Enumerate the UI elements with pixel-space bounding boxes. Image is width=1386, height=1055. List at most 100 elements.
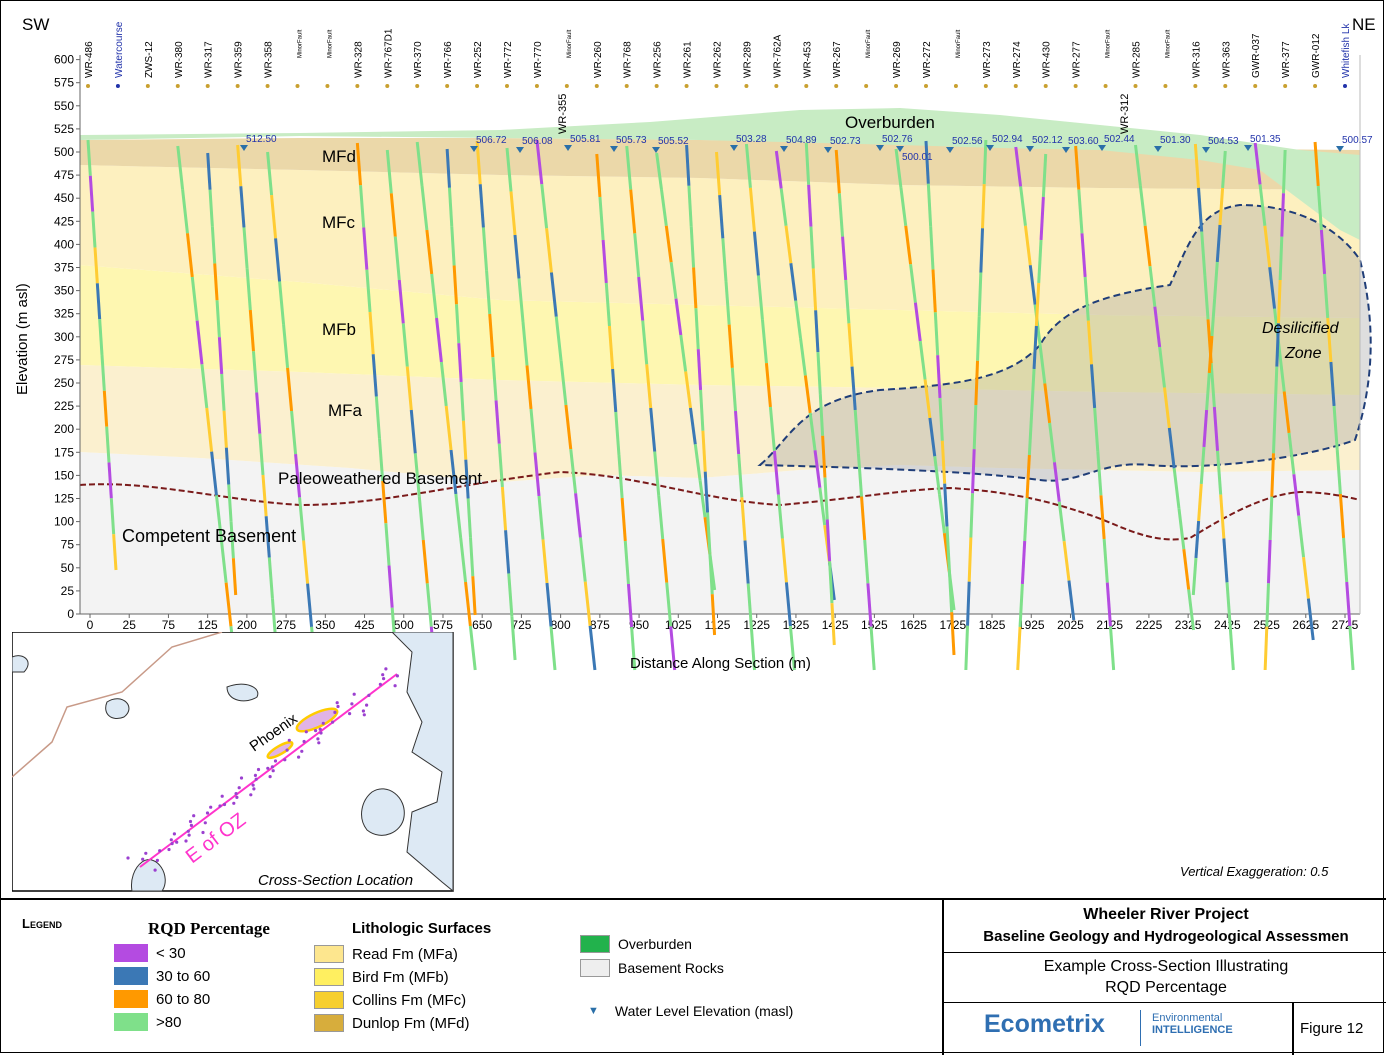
- borehole-trace-segment: [435, 317, 443, 363]
- borehole-trace-segment: [294, 454, 302, 498]
- borehole-trace-segment: [537, 495, 545, 540]
- litho-item: Read Fm (MFa): [314, 945, 458, 963]
- borehole-trace-segment: [856, 453, 864, 497]
- borehole-label: WR-252: [473, 41, 484, 78]
- borehole-trace-segment: [614, 411, 621, 456]
- inset-dot: [393, 684, 397, 688]
- borehole-trace-segment: [1348, 625, 1355, 671]
- borehole-trace-segment: [715, 151, 722, 196]
- borehole-label: WR-363: [1221, 41, 1232, 78]
- borehole-trace-segment: [1074, 145, 1081, 190]
- borehole-trace-segment: [444, 405, 453, 451]
- collar-marker: [594, 84, 599, 88]
- inset-dot: [302, 739, 306, 744]
- borehole-label: WR-762A: [772, 34, 783, 78]
- borehole-trace-segment: [866, 583, 873, 627]
- inset-dot: [335, 701, 339, 705]
- borehole-label: WR-260: [593, 41, 604, 78]
- inset-section-line: [139, 673, 398, 868]
- borehole-trace-segment: [517, 278, 525, 323]
- x-tick-label: 2025: [1057, 618, 1084, 632]
- borehole-trace-segment: [248, 309, 255, 352]
- borehole-trace-segment: [659, 189, 668, 227]
- inset-dot: [141, 857, 145, 861]
- borehole-label: WR-272: [922, 41, 933, 78]
- water-level-label: 505.52: [658, 136, 689, 147]
- inset-dot: [252, 787, 256, 791]
- borehole-label: WR-316: [1191, 41, 1202, 78]
- borehole-trace-segment: [1202, 409, 1209, 448]
- borehole-label: WR-486: [84, 41, 95, 78]
- borehole-trace-segment: [245, 268, 252, 311]
- borehole-trace-segment: [1197, 187, 1204, 232]
- inset-dot: [256, 767, 261, 772]
- collar-marker: [924, 84, 928, 88]
- borehole-trace-segment: [454, 493, 463, 539]
- borehole-trace-segment: [685, 144, 691, 186]
- borehole-trace-segment: [752, 231, 760, 276]
- borehole-trace-segment: [1048, 422, 1056, 463]
- x-tick-label: 800: [551, 618, 571, 632]
- borehole-trace-segment: [298, 497, 306, 541]
- borehole-trace-segment: [1182, 548, 1191, 590]
- borehole-trace-segment: [397, 279, 405, 324]
- rqd-label: >80: [156, 1013, 182, 1031]
- borehole-trace-segment: [1205, 372, 1211, 411]
- borehole-trace-segment: [1043, 383, 1052, 424]
- borehole-trace-segment: [1089, 364, 1097, 409]
- inset-dot: [384, 667, 388, 671]
- collar-marker: [145, 84, 150, 88]
- x-tick-label: 2325: [1175, 618, 1202, 632]
- borehole-label: WR-766: [443, 41, 454, 78]
- borehole-trace-segment: [687, 185, 693, 227]
- borehole-trace-segment: [803, 375, 812, 414]
- borehole-trace-segment: [809, 226, 815, 269]
- water-level-label: 500.57: [1342, 135, 1373, 146]
- borehole-trace-segment: [533, 452, 541, 497]
- borehole-trace-segment: [924, 140, 930, 184]
- borehole-trace-segment: [385, 149, 393, 194]
- borehole-trace-segment: [413, 453, 421, 497]
- collar-marker: [953, 84, 958, 88]
- borehole-trace-segment: [509, 191, 517, 236]
- borehole-trace-segment: [657, 495, 665, 540]
- inset-dot: [186, 829, 190, 833]
- borehole-trace-segment: [213, 263, 219, 301]
- borehole-label: MinorFault: [327, 29, 333, 58]
- inset-dot: [367, 693, 371, 697]
- collar-marker: [235, 84, 240, 88]
- y-tick-label: 350: [54, 284, 74, 298]
- borehole-trace-segment: [535, 139, 544, 185]
- borehole-label: WR-269: [892, 41, 903, 78]
- borehole-trace-segment: [967, 537, 973, 582]
- borehole-trace-segment: [468, 625, 477, 671]
- borehole-trace-segment: [641, 320, 649, 365]
- inset-dot: [158, 849, 162, 853]
- inset-dot: [237, 786, 241, 790]
- borehole-trace-segment: [595, 153, 602, 198]
- borehole-trace-segment: [1297, 515, 1306, 558]
- inset-dot: [316, 737, 320, 741]
- borehole-trace-segment: [718, 195, 725, 239]
- report-subtitle: Baseline Geology and Hydrogeological Ass…: [983, 928, 1349, 945]
- borehole-trace-segment: [938, 494, 946, 534]
- borehole-label: WR-770: [533, 41, 544, 78]
- x-tick-label: 1225: [743, 618, 770, 632]
- inset-dot: [321, 721, 325, 725]
- borehole-trace-segment: [1302, 556, 1310, 599]
- borehole-trace-segment: [181, 189, 189, 234]
- paleoweathered-boundary: [79, 470, 1361, 541]
- inset-dot: [285, 748, 289, 752]
- inset-dot: [300, 749, 304, 753]
- project-title: Wheeler River Project: [1083, 906, 1249, 923]
- water-level-marker: [946, 147, 954, 153]
- inset-dot: [336, 704, 340, 709]
- collar-marker: [804, 84, 809, 88]
- inset-dot: [175, 840, 179, 844]
- borehole-trace-segment: [1023, 225, 1032, 266]
- rqd-item: 30 to 60: [114, 967, 210, 985]
- borehole-trace-segment: [976, 316, 981, 361]
- borehole-trace-segment: [507, 573, 514, 617]
- borehole-trace-segment: [784, 225, 793, 264]
- overburden-unit: [80, 108, 1360, 240]
